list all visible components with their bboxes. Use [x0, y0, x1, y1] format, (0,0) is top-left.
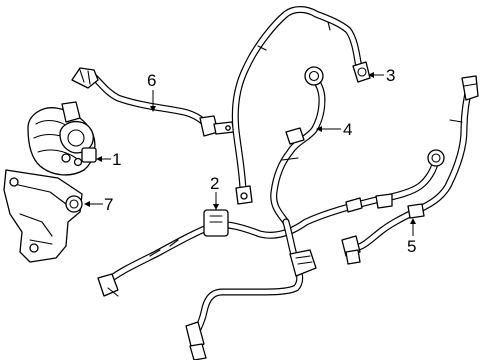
callout-2: 2 — [210, 174, 219, 193]
callout-5: 5 — [407, 237, 416, 256]
callout-3: 3 — [386, 66, 395, 85]
water-pump — [27, 101, 97, 176]
hose-lower-branch — [185, 218, 317, 360]
callout-7: 7 — [104, 195, 113, 214]
pump-bracket — [3, 169, 83, 263]
callout-leaders — [84, 72, 416, 236]
callout-1: 1 — [112, 150, 121, 169]
callout-4: 4 — [343, 120, 352, 139]
hose-part-3 — [231, 6, 371, 205]
callout-6: 6 — [147, 71, 156, 90]
hose-part-4 — [270, 66, 326, 226]
hose-part-5 — [341, 75, 479, 265]
